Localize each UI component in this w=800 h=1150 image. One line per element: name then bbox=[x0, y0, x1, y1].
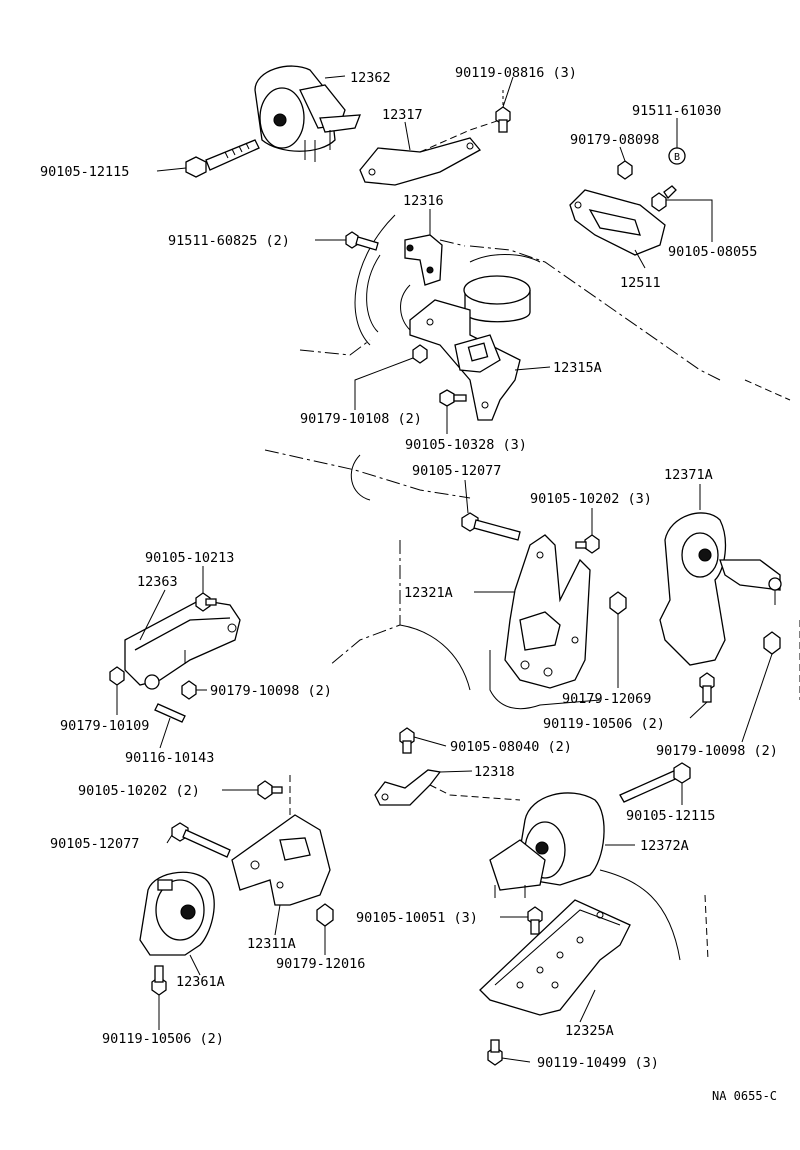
part-12317-bracket bbox=[359, 119, 501, 186]
nut-90179-10108 bbox=[412, 344, 428, 364]
bolt-90105-10051 bbox=[527, 906, 543, 935]
label-90105-12115-bottom: 90105-12115 bbox=[626, 808, 715, 824]
label-90105-10202-right: 90105-10202 (3) bbox=[530, 491, 652, 507]
label-90119-10506-right: 90119-10506 (2) bbox=[543, 716, 665, 732]
label-90105-12077-left: 90105-12077 bbox=[50, 836, 139, 852]
label-12371A: 12371A bbox=[664, 467, 713, 483]
bolt-90105-08055 bbox=[651, 185, 677, 212]
part-12361A-mount bbox=[139, 871, 215, 956]
label-12321A: 12321A bbox=[404, 585, 453, 601]
bolt-90105-12115-top bbox=[185, 139, 260, 178]
bolt-90105-08040 bbox=[399, 727, 415, 754]
label-90179-10109: 90179-10109 bbox=[60, 718, 149, 734]
stud-90116-10143 bbox=[154, 703, 186, 723]
label-12362: 12362 bbox=[350, 70, 391, 86]
label-90105-12115-top: 90105-12115 bbox=[40, 164, 129, 180]
bolt-90105-10202-left bbox=[257, 775, 291, 820]
bolt-90105-10202-right bbox=[575, 534, 600, 554]
reference-code: NA 0655-C bbox=[712, 1089, 777, 1103]
label-90179-10108: 90179-10108 (2) bbox=[300, 411, 422, 427]
part-12363-bracket bbox=[124, 599, 241, 690]
label-12325A: 12325A bbox=[565, 1023, 614, 1039]
label-12317: 12317 bbox=[382, 107, 423, 123]
nut-90179-10098-left bbox=[181, 680, 197, 700]
label-90179-10098-right: 90179-10098 (2) bbox=[656, 743, 778, 759]
nut-90179-10109 bbox=[109, 666, 125, 686]
label-90105-10328: 90105-10328 (3) bbox=[405, 437, 527, 453]
label-12372A: 12372A bbox=[640, 838, 689, 854]
bolt-90105-12115-bottom bbox=[619, 762, 691, 803]
label-90105-10202-left: 90105-10202 (2) bbox=[78, 783, 200, 799]
nut-90179-08098 bbox=[617, 160, 633, 180]
marker-b-circle: B bbox=[668, 147, 686, 165]
label-91511-61030: 91511-61030 bbox=[632, 103, 721, 119]
label-90105-10213: 90105-10213 bbox=[145, 550, 234, 566]
leader-lines bbox=[116, 75, 773, 1063]
part-12511-bracket bbox=[569, 189, 666, 256]
label-90119-10506-left: 90119-10506 (2) bbox=[102, 1031, 224, 1047]
label-90105-12077-right: 90105-12077 bbox=[412, 463, 501, 479]
bolt-90105-12077-right bbox=[461, 512, 521, 541]
label-91511-60825: 91511-60825 (2) bbox=[168, 233, 290, 249]
label-12315A: 12315A bbox=[553, 360, 602, 376]
part-12362-mount bbox=[254, 65, 361, 162]
marker-b-label: B bbox=[674, 152, 680, 163]
label-90105-08040: 90105-08040 (2) bbox=[450, 739, 572, 755]
label-12511: 12511 bbox=[620, 275, 661, 291]
part-12315A-bracket bbox=[409, 299, 521, 421]
bolt-90105-12077-left bbox=[171, 822, 231, 858]
nut-90179-10098-right bbox=[763, 631, 781, 655]
bolt-90119-10499 bbox=[487, 1039, 503, 1066]
label-90105-10051: 90105-10051 (3) bbox=[356, 910, 478, 926]
nut-90179-12016 bbox=[316, 903, 334, 927]
label-90116-10143: 90116-10143 bbox=[125, 750, 214, 766]
label-90179-12069: 90179-12069 bbox=[562, 691, 651, 707]
label-90179-10098-left: 90179-10098 (2) bbox=[210, 683, 332, 699]
label-12311A: 12311A bbox=[247, 936, 296, 952]
bolt-90119-08816 bbox=[495, 90, 511, 133]
nut-90179-12069 bbox=[609, 591, 627, 615]
label-12363: 12363 bbox=[137, 574, 178, 590]
bolt-90105-10213 bbox=[195, 592, 217, 612]
label-12316: 12316 bbox=[403, 193, 444, 209]
engine-outline bbox=[264, 214, 800, 961]
part-12371A-mount bbox=[659, 512, 782, 666]
bolt-91511-60825 bbox=[345, 231, 379, 251]
label-12318: 12318 bbox=[474, 764, 515, 780]
part-12372A-mount bbox=[489, 792, 605, 898]
bolt-90119-10506-left bbox=[151, 965, 167, 996]
label-90119-08816: 90119-08816 (3) bbox=[455, 65, 577, 81]
label-12361A: 12361A bbox=[176, 974, 225, 990]
part-12316-bracket bbox=[404, 234, 443, 286]
label-90119-10499: 90119-10499 (3) bbox=[537, 1055, 659, 1071]
part-labels: 12362 90119-08816 (3) 12317 91511-61030 … bbox=[40, 65, 778, 1103]
part-12325A-bracket bbox=[479, 899, 631, 1016]
part-12321A-bracket bbox=[504, 534, 591, 689]
bolt-90119-10506-right bbox=[699, 672, 715, 703]
label-90179-12016: 90179-12016 bbox=[276, 956, 365, 972]
engine-cylinder-top bbox=[463, 275, 531, 323]
label-90179-08098: 90179-08098 bbox=[570, 132, 659, 148]
part-12311A-bracket bbox=[231, 814, 331, 906]
bolt-90105-10328 bbox=[439, 389, 467, 407]
label-90105-08055: 90105-08055 bbox=[668, 244, 757, 260]
